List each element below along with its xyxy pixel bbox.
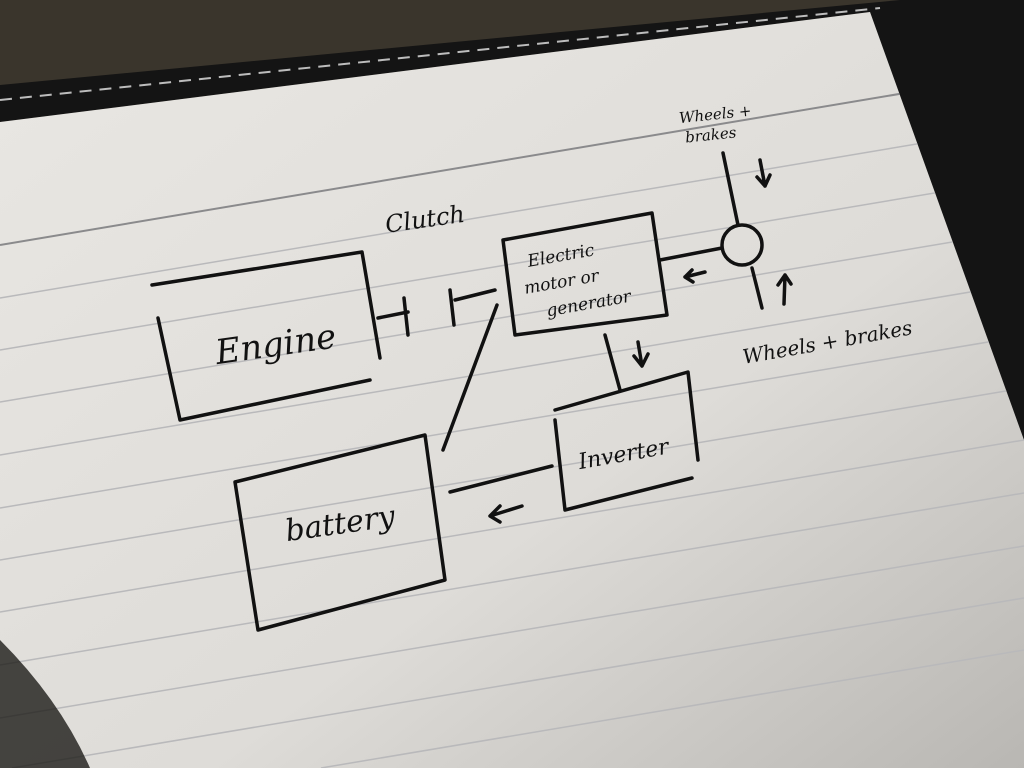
- arrows: [488, 158, 793, 524]
- binder: [0, 0, 1024, 470]
- arrow-left-icon: [488, 504, 524, 524]
- shadow: [0, 640, 90, 768]
- arrow-down-icon: [632, 340, 650, 368]
- clutch: Clutch: [376, 200, 497, 337]
- paper: [0, 12, 1024, 768]
- binder-stitching: [0, 7, 881, 101]
- arrow-left-icon: [683, 268, 707, 284]
- arrow-down-icon: [755, 158, 772, 188]
- wheels-top-line: brakes: [684, 123, 737, 146]
- ruled-lines: [0, 72, 1024, 768]
- connections: [441, 151, 764, 494]
- arrow-up-icon: [776, 273, 793, 306]
